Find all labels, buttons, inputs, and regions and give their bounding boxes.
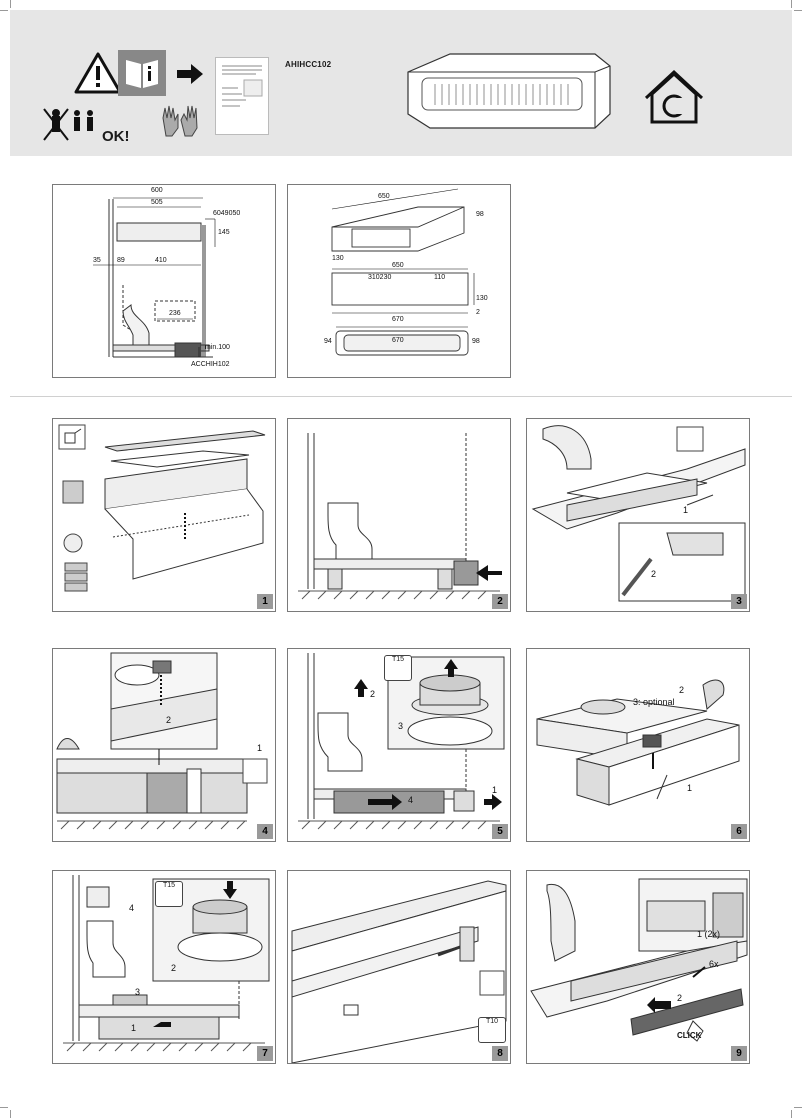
callout-label: 1 [257,743,263,753]
callout-label: 2 [166,715,172,725]
callout-label: 1 [683,505,689,515]
crop-mark [794,1107,802,1108]
dim-label: min.100 [205,344,230,351]
callout-label: 1 [492,785,498,795]
step-panel-6: 2 3: optional 1 6 [526,648,750,842]
dim-label: 89 [117,257,125,264]
step-panel-4: 2 1 4 [52,648,276,842]
torx-screwdriver-icon: T10 [478,1017,506,1043]
step-number: 8 [492,1046,508,1061]
dim-label: 650 [378,193,390,200]
indoor-use-house-icon [644,69,704,124]
arrow-right-icon [177,64,203,84]
step-number: 4 [257,824,273,839]
dim-label: 670 [392,316,404,323]
callout-label: 4 [408,795,414,805]
hood-product-illustration [407,53,611,129]
crop-mark [10,0,11,8]
dim-label: 35 [93,257,101,264]
step-number: 2 [492,594,508,609]
step-panel-7: T15 4 2 3 1 7 [52,870,276,1064]
product-dimensions-diagram: 650 98 130 650 310230 110 130 2 670 670 … [287,184,511,378]
step-number: 3 [731,594,747,609]
model-code: AHIHCC102 [285,60,332,69]
callout-label: 6x [709,959,719,969]
tool-label: T15 [391,656,405,663]
callout-label: 1 [687,783,693,793]
crop-mark [794,10,802,11]
dim-label: 650 [392,262,404,269]
click-sound-label: CLICK [677,1031,702,1040]
crop-mark [791,1110,792,1118]
dim-label: 130 [476,295,488,302]
header-graphics [43,50,704,141]
dim-label: 110 [434,274,446,281]
crop-mark [10,1110,11,1118]
crop-mark [791,0,792,8]
callout-label: 4 [129,903,135,913]
dim-label: 2 [476,309,480,316]
no-single-person-icon [43,108,69,141]
callout-label: 2 [171,963,177,973]
warning-triangle-icon [74,52,122,94]
step-number: 1 [257,594,273,609]
callout-label: 2 [679,685,685,695]
step-number: 6 [731,824,747,839]
dim-label: 98 [472,338,480,345]
step-panel-5: T15 2 3 4 1 5 [287,648,511,842]
step-panel-2: 2 [287,418,511,612]
dim-label: 6049050 [213,210,241,217]
dim-label: 670 [392,337,404,344]
dim-label: 505 [151,199,163,206]
tool-label: T10 [485,1018,499,1025]
step-number: 9 [731,1046,747,1061]
callout-label: 1 (2x) [697,929,721,939]
step-number: 7 [257,1046,273,1061]
crop-mark [0,1107,8,1108]
dim-label: 600 [151,187,163,194]
dim-label: 94 [324,338,332,345]
dim-label: 145 [218,229,230,236]
installation-dimensions-diagram: 600 505 6049050 145 35 89 410 236 min.10… [52,184,276,378]
callout-label: 1 [131,1023,137,1033]
manual-page-thumbnail [215,57,269,135]
dim-label: ACCHIH102 [191,361,230,368]
step-number: 5 [492,824,508,839]
gloves-icon [162,105,198,137]
callout-label: 2 [370,689,376,699]
dim-label: 410 [155,257,167,264]
callout-label: 3: optional [633,697,675,707]
dim-label: 236 [169,310,181,317]
read-manual-icon [118,50,166,96]
callout-label: 2 [677,993,683,1003]
crop-mark [0,10,8,11]
step-panel-3: 1 2 3 [526,418,750,612]
dim-label: 310230 [368,274,392,281]
step-panel-9: 1 (2x) 6x 2 CLICK 9 [526,870,750,1064]
section-divider [10,396,792,397]
dim-label: 98 [476,211,484,218]
header-band: AHIHCC102 OK! [10,10,792,156]
callout-label: 3 [398,721,404,731]
callout-label: 2 [651,569,657,579]
step-panel-8: T10 8 [287,870,511,1064]
step-panel-1: 1 [52,418,276,612]
callout-label: 3 [135,987,141,997]
torx-screwdriver-icon: T15 [384,655,412,681]
dim-label: 130 [332,255,344,262]
ok-label: OK! [102,128,130,145]
tool-label: T15 [162,882,176,889]
two-persons-icon [74,110,93,131]
torx-screwdriver-icon: T15 [155,881,183,907]
